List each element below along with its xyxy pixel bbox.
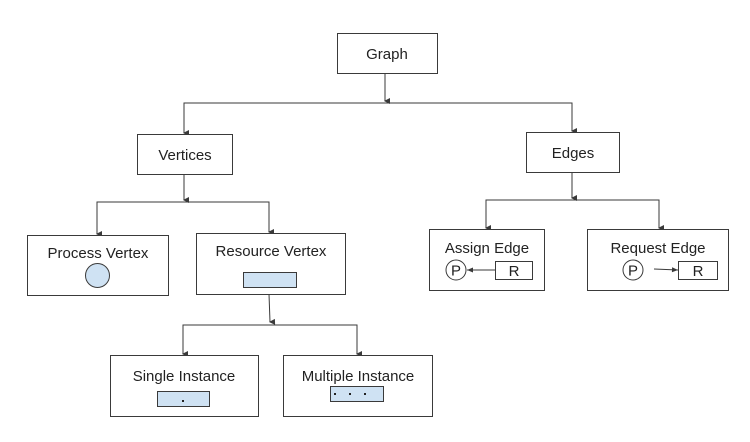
node-single-instance: Single Instance bbox=[110, 355, 259, 417]
node-process-vertex: Process Vertex bbox=[27, 235, 169, 296]
node-assign-edge-box bbox=[429, 229, 545, 291]
single-instance-rectangle-icon bbox=[157, 391, 210, 407]
node-request-edge: Request Edge P R bbox=[587, 229, 729, 291]
instance-dot-icon bbox=[364, 393, 366, 395]
node-assign-edge-label: Assign Edge bbox=[445, 240, 529, 257]
connector-graph-branch bbox=[183, 102, 573, 132]
node-edges: Edges bbox=[526, 132, 620, 173]
process-circle-icon bbox=[85, 263, 110, 288]
node-request-edge-box bbox=[587, 229, 729, 291]
node-vertices: Vertices bbox=[137, 134, 233, 175]
connector-resource-trunk bbox=[268, 293, 276, 325]
node-edges-box bbox=[526, 132, 620, 173]
request-edge-process-label: P bbox=[628, 263, 638, 280]
instance-dot-icon bbox=[182, 400, 184, 402]
node-request-edge-label: Request Edge bbox=[610, 240, 705, 257]
node-graph: Graph bbox=[337, 33, 438, 74]
node-multiple-instance-label: Multiple Instance bbox=[302, 368, 415, 385]
node-multiple-instance: Multiple Instance bbox=[283, 355, 433, 417]
resource-rectangle-icon bbox=[678, 261, 718, 280]
instance-dot-icon bbox=[349, 393, 351, 395]
node-resource-vertex-label: Resource Vertex bbox=[216, 243, 327, 260]
node-edges-label: Edges bbox=[552, 145, 595, 162]
node-resource-vertex: Resource Vertex bbox=[196, 233, 346, 295]
node-single-instance-box bbox=[110, 355, 259, 417]
connector-vertices-branch bbox=[96, 201, 270, 234]
node-graph-label: Graph bbox=[366, 46, 408, 63]
node-vertices-label: Vertices bbox=[158, 147, 211, 164]
node-assign-edge: Assign Edge P R bbox=[429, 229, 545, 291]
multiple-instance-rectangle-icon bbox=[330, 386, 384, 402]
resource-rectangle-icon bbox=[495, 261, 533, 280]
assign-edge-resource-label: R bbox=[509, 263, 520, 280]
resource-rectangle-icon bbox=[243, 272, 297, 288]
request-edge-resource-label: R bbox=[693, 263, 704, 280]
node-vertices-box bbox=[137, 134, 233, 175]
connector-edges-branch bbox=[485, 199, 660, 228]
process-circle-icon bbox=[622, 259, 644, 281]
node-graph-box bbox=[337, 33, 438, 74]
assign-edge-process-label: P bbox=[451, 263, 461, 280]
node-single-instance-label: Single Instance bbox=[133, 368, 236, 385]
node-multiple-instance-box bbox=[283, 355, 433, 417]
node-process-vertex-label: Process Vertex bbox=[48, 245, 149, 262]
process-circle-icon bbox=[445, 259, 467, 281]
connector-resource-branch bbox=[182, 324, 358, 354]
request-arrow-icon bbox=[653, 267, 679, 273]
instance-dot-icon bbox=[334, 393, 336, 395]
connectors bbox=[96, 73, 664, 357]
